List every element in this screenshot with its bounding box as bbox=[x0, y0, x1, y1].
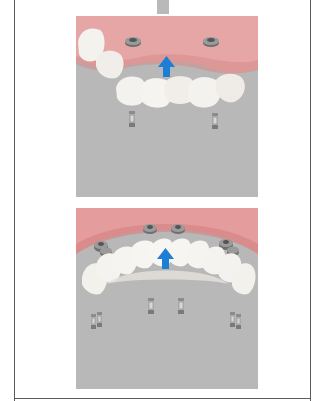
abutment-screw-right bbox=[212, 113, 218, 129]
page-border-left bbox=[14, 0, 15, 401]
abutment-screw bbox=[91, 314, 96, 329]
implant-full-arch-illustration bbox=[76, 208, 258, 389]
abutment-screw bbox=[230, 312, 235, 327]
implant-head bbox=[143, 224, 157, 234]
page-border-right bbox=[310, 0, 311, 401]
abutment-screw bbox=[178, 298, 184, 314]
abutment-screw bbox=[97, 312, 102, 327]
abutment-screw bbox=[148, 298, 154, 314]
implant-head-left bbox=[125, 37, 141, 47]
page-border-bottom bbox=[14, 398, 311, 399]
implant-head bbox=[171, 224, 185, 234]
implant-full-arch-svg bbox=[76, 208, 258, 389]
implant-bridge-illustration bbox=[76, 16, 258, 197]
abutment-screw bbox=[236, 314, 241, 329]
abutment-screw-left bbox=[129, 111, 135, 127]
implant-bridge-svg bbox=[76, 16, 258, 197]
page-tab-marker bbox=[157, 0, 169, 14]
implant-head-right bbox=[203, 37, 219, 47]
